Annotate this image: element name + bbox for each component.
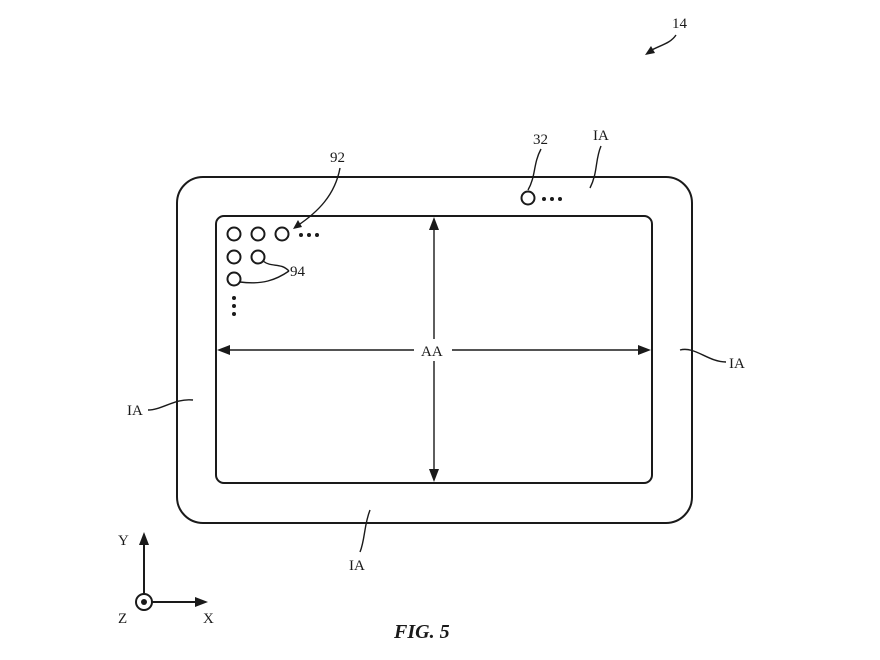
figure-caption: FIG. 5 <box>393 621 450 643</box>
inactive-area-leader-bottom <box>359 509 371 553</box>
inactive-area-leader-right <box>679 348 727 363</box>
sensor-ellipsis-dot-2 <box>550 197 554 201</box>
pixel-circle <box>250 226 266 242</box>
ref-label-pixels: 92 <box>330 150 345 166</box>
pixel-ellipsis-dot-h3 <box>315 233 319 237</box>
sensor-ellipsis-dot-1 <box>542 197 546 201</box>
axis-z-label: Z <box>118 611 127 627</box>
pixel-ellipsis-dot-h2 <box>307 233 311 237</box>
inactive-area-label-right: IA <box>729 356 745 372</box>
ref-arrowhead-device <box>645 46 655 55</box>
ref-leader-pixel-group-2 <box>239 270 290 284</box>
axis-x-label: X <box>203 611 214 627</box>
axis-y-label: Y <box>118 533 129 549</box>
pixel-ellipsis-dot-h1 <box>299 233 303 237</box>
active-area-label: AA <box>421 344 443 360</box>
axis-z-dot <box>141 599 147 605</box>
pixel-circle <box>250 249 266 265</box>
axis-y-arrowhead <box>139 532 149 545</box>
pixel-circle <box>274 226 290 242</box>
active-area-display <box>215 215 653 484</box>
aa-arrowhead-left <box>217 345 230 355</box>
inactive-area-leader-left <box>147 399 194 411</box>
pixel-circle <box>226 271 242 287</box>
inactive-area-label-left: IA <box>127 403 143 419</box>
ref-arrowhead-pixels <box>293 220 302 229</box>
axis-z-ring <box>135 593 153 611</box>
pixel-ellipsis-dot-v2 <box>232 304 236 308</box>
aa-arrowhead-bottom <box>429 469 439 482</box>
ref-leader-pixels <box>296 167 341 227</box>
sensor-32-circle <box>520 190 536 206</box>
pixel-circle <box>226 249 242 265</box>
sensor-ellipsis-dot-3 <box>558 197 562 201</box>
pixel-ellipsis-dot-v3 <box>232 312 236 316</box>
inactive-area-leader-top <box>589 145 602 189</box>
ref-leader-pixel-group-1 <box>262 260 290 272</box>
ref-label-pixel-group: 94 <box>290 264 306 280</box>
inactive-area-label-bottom: IA <box>349 558 365 574</box>
aa-arrowhead-top <box>429 217 439 230</box>
inactive-area-label-top: IA <box>593 128 609 144</box>
pixel-circle <box>226 226 242 242</box>
aa-arrowhead-right <box>638 345 651 355</box>
axis-x-arrowhead <box>195 597 208 607</box>
ref-label-sensor: 32 <box>533 132 548 148</box>
ref-leader-sensor <box>527 148 542 191</box>
ref-label-device: 14 <box>672 16 688 32</box>
pixel-ellipsis-dot-v1 <box>232 296 236 300</box>
